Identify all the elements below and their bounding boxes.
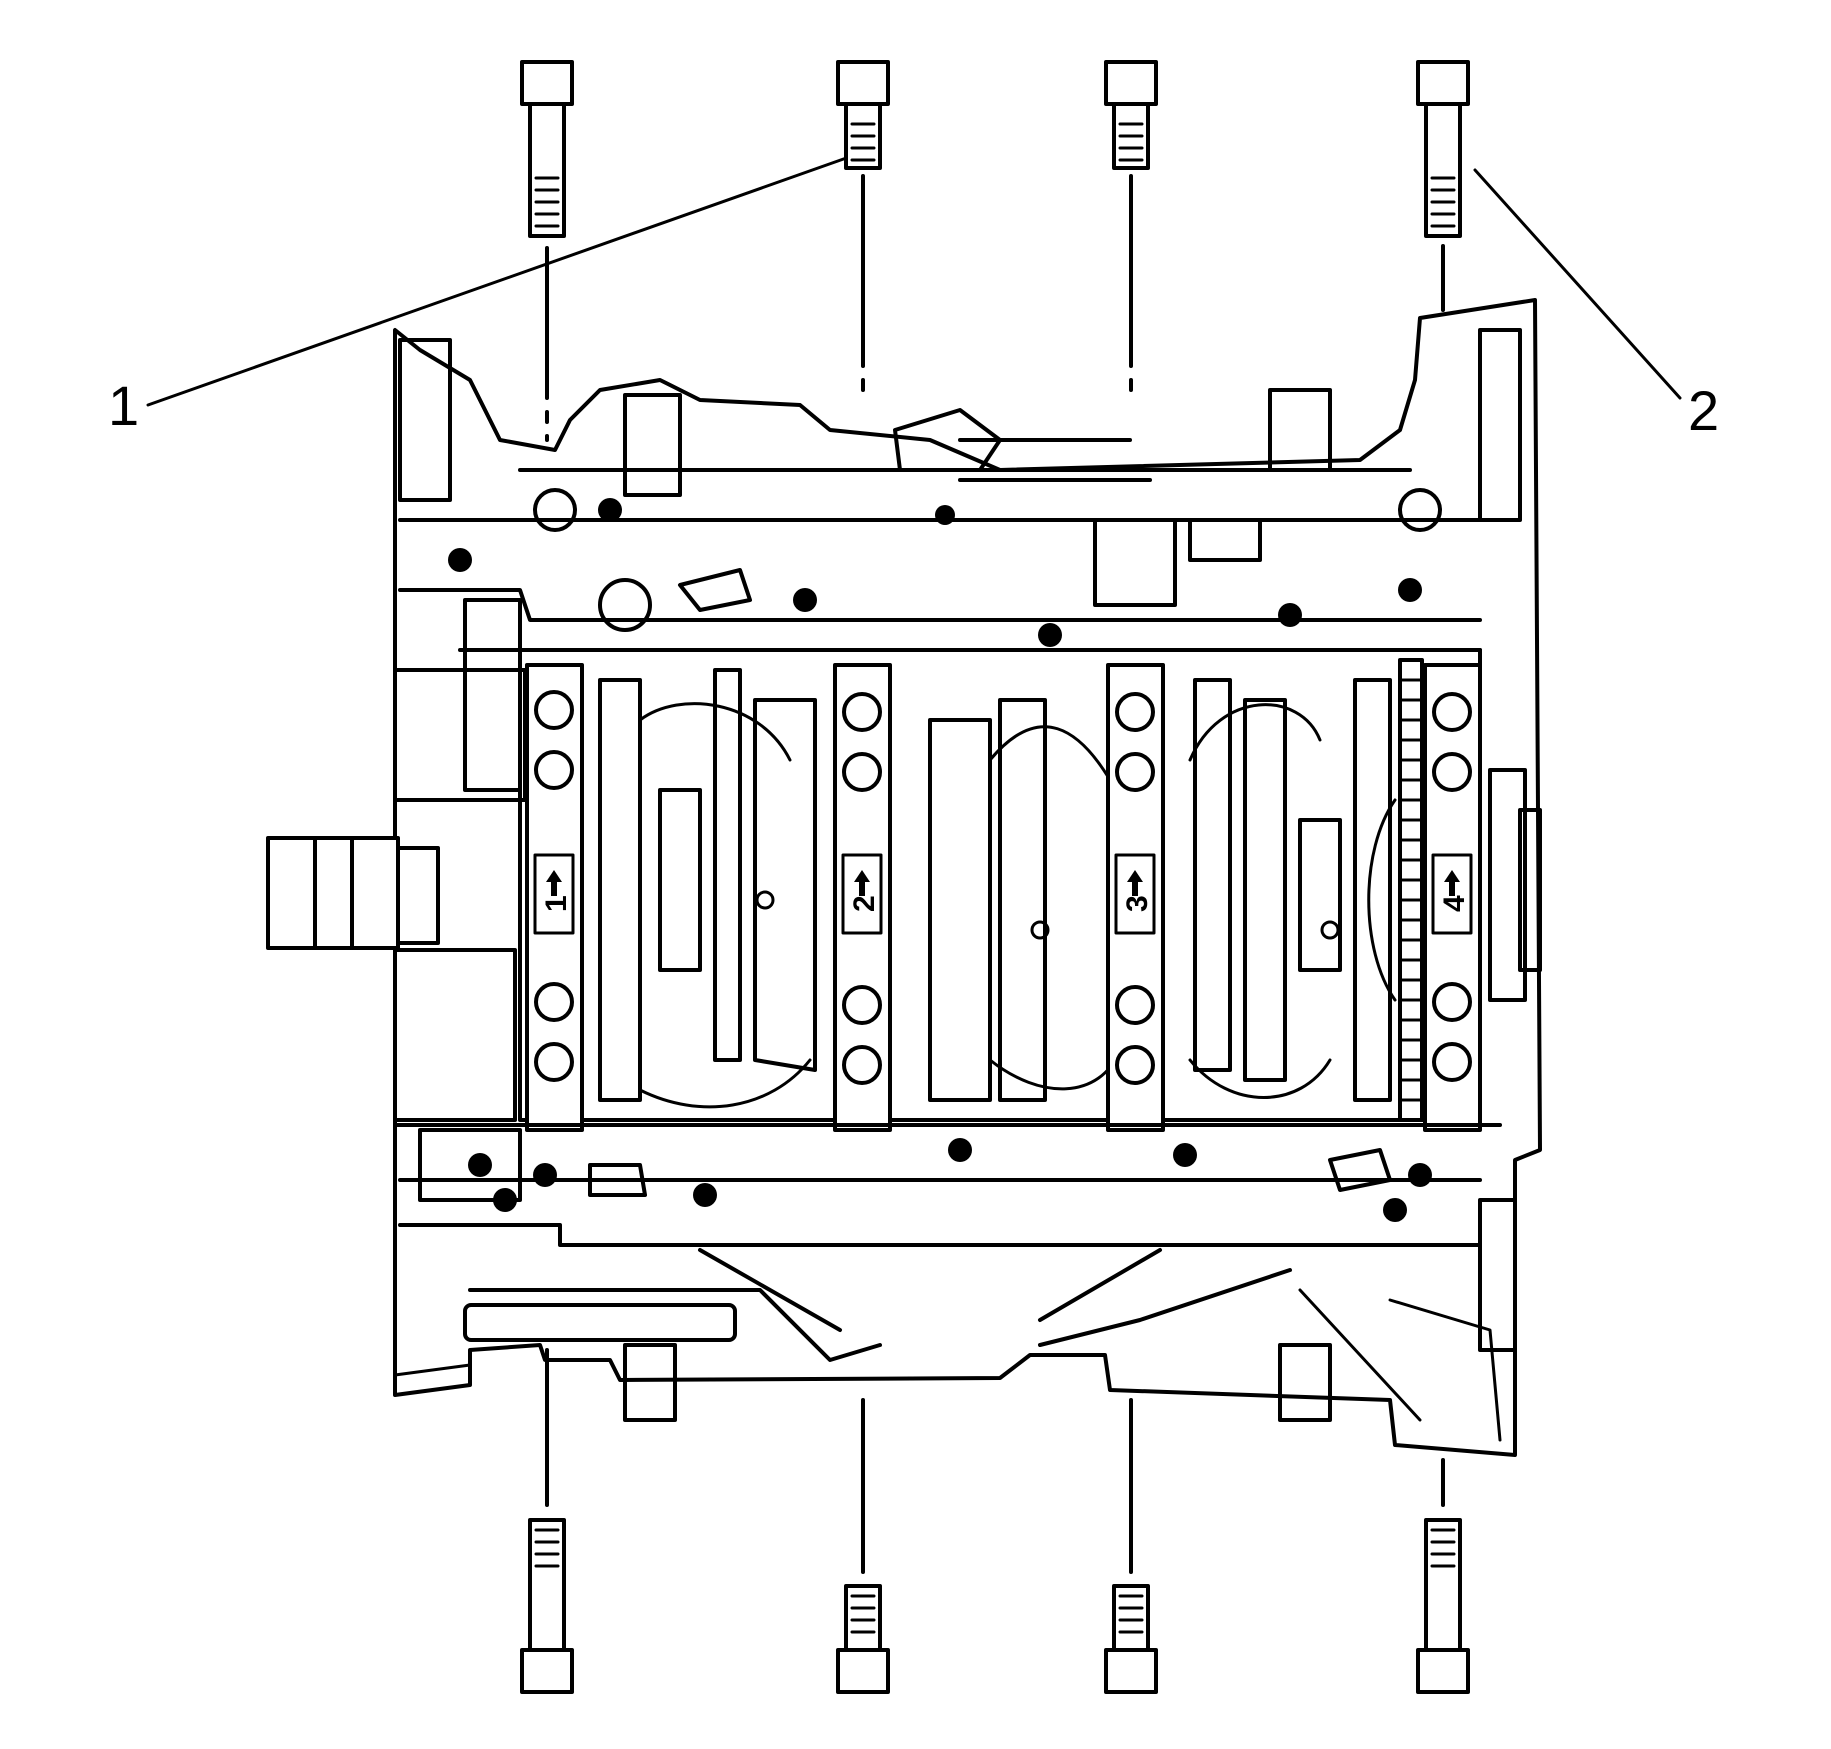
callout-2: 2 xyxy=(1473,168,1719,442)
callout-2-leader xyxy=(1473,168,1682,400)
bolt-bottom-long xyxy=(1416,1458,1470,1694)
bottom-bolts xyxy=(520,1348,1470,1694)
cap-mark-4: 4 xyxy=(1438,895,1471,912)
bolt-top-short xyxy=(836,60,890,402)
bolt-bottom-short xyxy=(1104,1398,1158,1694)
crank-throws xyxy=(598,668,1397,1109)
main-bearing-cap-2: 2 xyxy=(833,663,892,1132)
main-bearing-cap-3: 3 xyxy=(1106,663,1165,1132)
bolt-top-long xyxy=(520,60,574,442)
cap-mark-2: 2 xyxy=(848,895,881,912)
arrow-up-icon xyxy=(1127,870,1143,896)
reluctor-ring xyxy=(1398,658,1424,1122)
callout-2-label: 2 xyxy=(1688,379,1719,442)
callout-1-leader xyxy=(146,154,854,407)
bolt-top-long xyxy=(1416,60,1470,312)
arrow-up-icon xyxy=(546,870,562,896)
arrow-up-icon xyxy=(1444,870,1460,896)
cap-mark-3: 3 xyxy=(1121,895,1154,912)
engine-block: 1 2 3 4 xyxy=(266,298,1542,1457)
callout-1-label: 1 xyxy=(108,374,139,437)
main-bearing-cap-4: 4 xyxy=(1423,663,1482,1132)
callout-1: 1 xyxy=(108,154,854,437)
main-bearing-cap-1: 1 xyxy=(525,663,584,1132)
cap-mark-1: 1 xyxy=(540,895,573,912)
arrow-up-icon xyxy=(854,870,870,896)
crankshaft-snout xyxy=(266,836,440,950)
bolt-top-short xyxy=(1104,60,1158,402)
block-outline xyxy=(393,298,1542,1457)
bolt-bottom-long xyxy=(520,1348,574,1694)
top-bolts xyxy=(520,60,1470,442)
block-holes xyxy=(448,488,1442,1222)
bolt-bottom-short xyxy=(836,1398,890,1694)
